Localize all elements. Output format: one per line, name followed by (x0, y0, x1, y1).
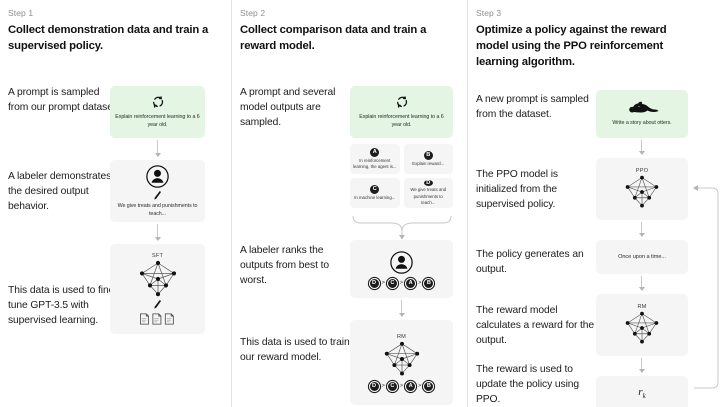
reward-symbol: rk (638, 385, 646, 401)
step-2-caption-3: This data is used to train our reward mo… (240, 337, 350, 363)
step-2-column: Step 2 Collect comparison data and train… (231, 0, 467, 407)
neural-network-icon (134, 259, 182, 299)
step-3-arrow-3 (638, 276, 645, 291)
step-3-caption-3: The policy generates an output. (476, 249, 584, 275)
step-2-arrow-1 (398, 300, 405, 317)
sample-output-card: A In reinforcement learning, the agent i… (350, 144, 400, 174)
rank-separator: > (399, 280, 404, 286)
step-3-caption-5: The reward is used to update the policy … (476, 364, 580, 405)
person-icon (389, 250, 414, 275)
step-2-caption-2: A labeler ranks the outputs from best to… (240, 245, 330, 286)
sample-text: In reinforcement learning, the agent is.… (353, 158, 397, 170)
rank-separator: > (399, 383, 404, 389)
neural-network-icon (379, 340, 425, 378)
rank-chip: B (423, 277, 435, 289)
step-3-title: Optimize a policy against the reward mod… (476, 24, 667, 69)
step-2-rm-ranking-row: D > C > A > B (368, 380, 435, 392)
step-3-ppo-label: PPO (635, 168, 649, 174)
person-icon (145, 164, 170, 189)
neural-network-icon (620, 310, 664, 346)
step-1-prompt-box: Explain reinforcement learning to a 6 ye… (110, 86, 205, 138)
rank-separator: > (418, 383, 422, 389)
step-3-rm-label: RM (637, 304, 647, 310)
sample-output-card: D We give treats and punishments to teac… (403, 178, 453, 208)
step-3-caption-1: A new prompt is sampled from the dataset… (476, 94, 589, 120)
step-2-caption-1: A prompt and several model outputs are s… (240, 87, 336, 128)
step-2-rm-label: RM (396, 333, 407, 340)
sample-letter: C (370, 184, 380, 194)
step-2-label: Step 2 (240, 8, 266, 18)
step-1-label: Step 1 (8, 8, 34, 18)
step-3-output-text: Once upon a time... (618, 253, 666, 260)
step-1-arrow-1 (154, 140, 161, 157)
step-3-arrow-4 (638, 358, 645, 373)
step-1-caption-1: A prompt is sampled from our prompt data… (8, 87, 119, 113)
recycle-icon (395, 95, 409, 109)
step-3-label: Step 3 (476, 8, 502, 18)
step-3-arrow-2 (638, 222, 645, 237)
step-2-sample-outputs: A In reinforcement learning, the agent i… (350, 144, 453, 208)
pencil-icon (153, 299, 162, 310)
step-2-title: Collect comparison data and train a rewa… (240, 24, 427, 53)
sample-letter: A (370, 147, 380, 157)
rank-chip: A (405, 380, 417, 392)
step-3-ppo-box: PPO (596, 158, 688, 220)
step-3-prompt-box: Write a story about otters. (596, 90, 688, 138)
sample-letter: D (423, 179, 433, 186)
otter-icon (627, 101, 659, 116)
step-1-labeler-text: We give treats and punishments to teach.… (117, 202, 198, 217)
recycle-icon (151, 95, 165, 109)
rank-chip: B (423, 380, 435, 392)
sample-text: Explain reward... (412, 161, 445, 167)
rank-chip: C (386, 380, 398, 392)
step-1-title: Collect demonstration data and train a s… (8, 24, 209, 53)
step-2-prompt-text: Explain reinforcement learning to a 6 ye… (359, 113, 444, 128)
step-3-column: Step 3 Optimize a policy against the rew… (467, 0, 720, 407)
sample-output-card: C In machine learning... (350, 178, 400, 208)
sample-text: In machine learning... (354, 195, 396, 201)
rank-separator: > (381, 280, 385, 286)
rank-chip: D (368, 277, 380, 289)
documents-icon (139, 312, 177, 326)
rank-chip: D (368, 380, 380, 392)
step-1-caption-3: This data is used to fine-tune GPT-3.5 w… (8, 285, 118, 326)
step-1-sft-box: SFT (110, 244, 205, 334)
step-1-caption-2: A labeler demonstrates the desired outpu… (8, 171, 112, 212)
step-3-reward-box: rk (596, 376, 688, 407)
sample-text: We give treats and punishments to teach.… (410, 187, 447, 205)
step-3-feedback-loop (688, 176, 720, 396)
step-3-caption-2: The PPO model is initialized from the su… (476, 169, 558, 210)
sample-letter: B (423, 150, 433, 160)
step-3-caption-4: The reward model calculates a reward for… (476, 305, 595, 346)
step-1-labeler-box: We give treats and punishments to teach.… (110, 160, 205, 222)
step-3-output-box: Once upon a time... (596, 240, 688, 274)
rank-chip: A (405, 277, 417, 289)
step-1-sft-label: SFT (151, 252, 164, 259)
step-2-ranking-row: D > C > A > B (368, 277, 435, 289)
rank-separator: > (381, 383, 385, 389)
step-1-prompt-text: Explain reinforcement learning to a 6 ye… (115, 113, 200, 128)
pencil-icon (153, 190, 162, 201)
rank-chip: C (386, 277, 398, 289)
neural-network-icon (620, 174, 664, 210)
step-3-arrow-1 (638, 140, 645, 155)
step-2-rm-box: RM D (350, 320, 453, 405)
step-2-prompt-box: Explain reinforcement learning to a 6 ye… (350, 86, 453, 138)
step-1-arrow-2 (154, 224, 161, 241)
step-2-brace-connector (350, 214, 453, 240)
rank-separator: > (418, 280, 422, 286)
step-2-ranking-box: D > C > A > B (350, 240, 453, 298)
step-3-prompt-text: Write a story about otters. (612, 119, 672, 126)
sample-output-card: B Explain reward... (403, 144, 453, 174)
step-3-rm-box: RM (596, 294, 688, 356)
step-1-column: Step 1 Collect demonstration data and tr… (0, 0, 231, 407)
